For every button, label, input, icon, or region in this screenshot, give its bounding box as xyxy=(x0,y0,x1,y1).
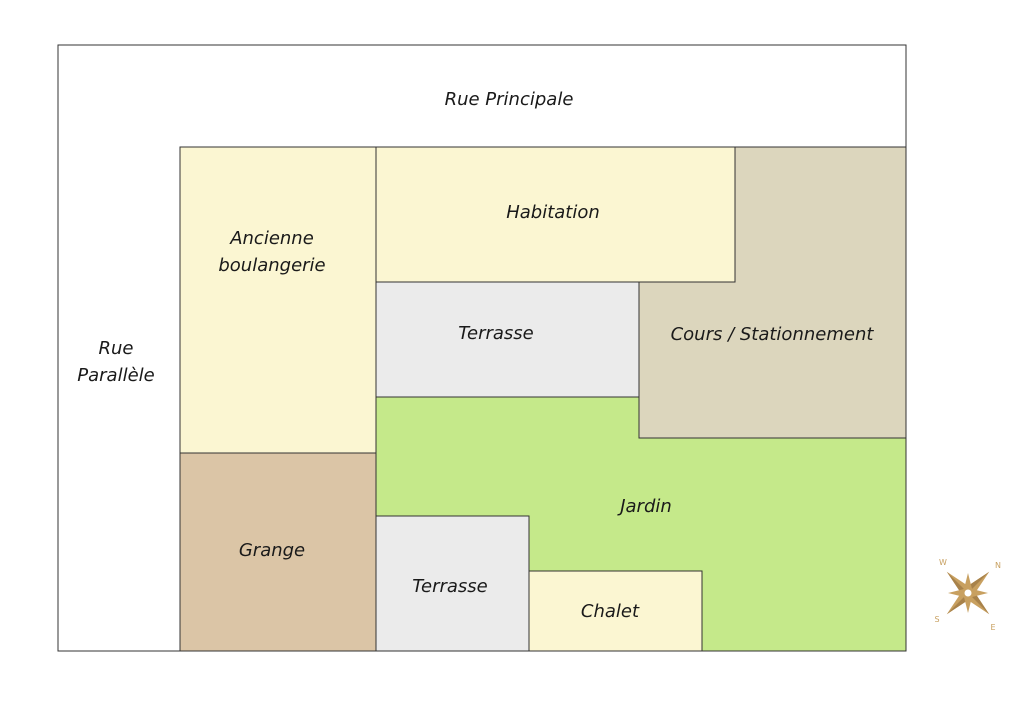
house-label: Habitation xyxy=(506,202,600,223)
barn-label: Grange xyxy=(239,540,305,561)
street-side-label-line1: Rue xyxy=(99,338,134,359)
compass-west-label: W xyxy=(939,558,947,567)
courtyard-label: Cours / Stationnement xyxy=(671,324,875,345)
zone-terrace-top xyxy=(375,281,640,398)
zone-house xyxy=(375,146,736,283)
street-main-label: Rue Principale xyxy=(445,89,574,110)
street-side-label-line2: Parallèle xyxy=(77,365,154,386)
terrace-top-label: Terrasse xyxy=(458,323,534,344)
zone-terrace-bottom xyxy=(375,515,530,652)
compass-north-label: N xyxy=(995,561,1001,570)
zone-courtyard xyxy=(638,146,907,439)
chalet-label: Chalet xyxy=(581,601,640,622)
bakery-label-line1: Ancienne xyxy=(229,228,314,249)
zone-chalet xyxy=(528,570,703,652)
zone-bakery xyxy=(179,146,377,454)
zone-barn xyxy=(179,452,377,652)
compass-south-label: S xyxy=(934,615,939,624)
garden-label: Jardin xyxy=(617,496,672,517)
compass-east-label: E xyxy=(990,623,995,632)
bakery-label-line2: boulangerie xyxy=(218,255,325,276)
compass-rose-icon xyxy=(946,571,990,615)
terrace-bottom-label: Terrasse xyxy=(412,576,488,597)
